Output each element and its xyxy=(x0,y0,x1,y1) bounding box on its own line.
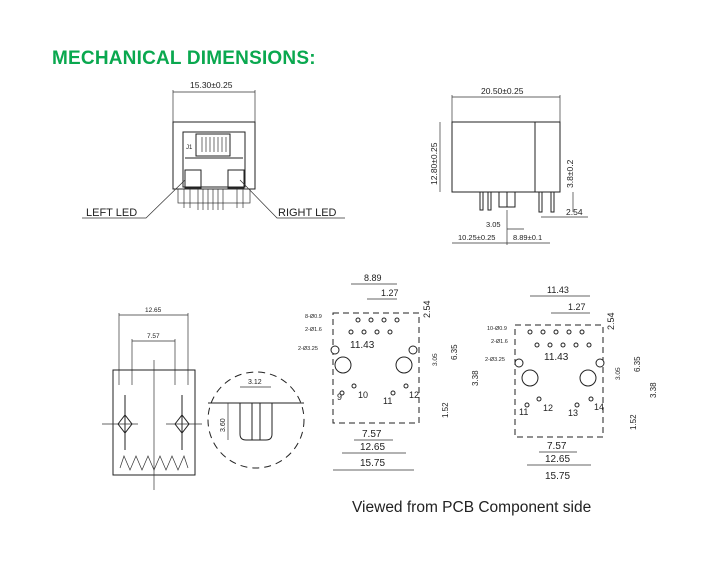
fp8-inner-span: 7.57 xyxy=(362,429,382,440)
fp10-dim-152: 1.52 xyxy=(629,414,638,430)
fp10-inner-span: 7.57 xyxy=(547,441,567,452)
side-pitch-dim: 2.54 xyxy=(566,207,583,217)
bottom-view: 12.65 7.57 xyxy=(102,307,202,490)
fp10-pitch: 1.27 xyxy=(568,302,586,312)
pin-traces xyxy=(119,455,189,471)
fp8-mount-hole: 2-Ø3.25 xyxy=(298,346,318,352)
pins-front xyxy=(177,188,251,210)
left-led-label: LEFT LED xyxy=(86,207,137,219)
fp10-total-span: 15.75 xyxy=(545,471,570,482)
contact-block xyxy=(195,133,231,157)
front-view: 15.30±0.25 J1 LEFT LED RIGHT LED xyxy=(82,80,345,219)
fp8-dim-338: 3.38 xyxy=(471,370,480,386)
side-pin-length-dim: 3.8±0.2 xyxy=(565,159,575,188)
fp10-dim-305: 3.05 xyxy=(615,367,622,380)
section-heading: MECHANICAL DIMENSIONS: xyxy=(52,48,316,69)
fp8-pin-11: 11 xyxy=(383,396,392,406)
detail-circle xyxy=(207,371,305,469)
fp10-pin-12: 12 xyxy=(543,403,553,413)
left-led-window xyxy=(184,169,202,189)
fp10-pin-14: 14 xyxy=(594,402,604,412)
footprint-8pin: 8.89 1.27 2.54 8-Ø0.9 2-Ø1.6 2-Ø3.25 11.… xyxy=(298,273,480,471)
fp8-pins xyxy=(339,317,409,396)
fp8-led-span: 12.65 xyxy=(360,442,385,453)
fp10-pin-11: 11 xyxy=(519,407,528,417)
fp8-row-spacing: 2.54 xyxy=(422,300,432,318)
fp8-pitch: 1.27 xyxy=(381,288,399,298)
jack-label: J1 xyxy=(186,145,193,151)
fp10-led-hole: 2-Ø1.6 xyxy=(491,339,508,345)
left-post xyxy=(117,414,133,434)
fp8-pin-10: 10 xyxy=(358,390,368,400)
fp10-mount-hole: 2-Ø3.25 xyxy=(485,357,505,363)
fp10-top-span: 11.43 xyxy=(547,285,569,295)
right-led-window xyxy=(227,169,245,189)
side-right-dim: 8.89±0.1 xyxy=(513,233,542,242)
fp10-led-hole-right xyxy=(595,358,605,368)
side-length-dim: 20.50±0.25 xyxy=(481,86,524,96)
bottom-inner-dim: 7.57 xyxy=(147,333,160,340)
side-body xyxy=(451,121,561,193)
detail-height-dim: 3.60 xyxy=(220,418,227,432)
view-caption: Viewed from PCB Component side xyxy=(352,499,592,516)
contacts xyxy=(201,137,227,152)
fp10-mount-hole-right xyxy=(579,369,597,387)
fp10-mount-span: 11.43 xyxy=(544,352,569,363)
fp8-led-hole-right xyxy=(408,345,418,355)
fp10-led-span: 12.65 xyxy=(545,454,570,465)
bottom-outer-dim: 12.65 xyxy=(145,307,162,314)
fp8-pin-9: 9 xyxy=(337,392,342,402)
side-pins xyxy=(479,191,555,213)
jack-opening xyxy=(182,131,246,188)
fp10-pins xyxy=(524,329,594,408)
right-led-leader xyxy=(239,179,345,219)
fp8-led-hole-left xyxy=(330,345,340,355)
fp8-mount-hole-right xyxy=(395,356,413,374)
side-view: 20.50±0.25 12.80±0.25 3.8±0.2 2.54 3.05 … xyxy=(429,86,588,245)
fp10-led-hole-left xyxy=(514,358,524,368)
fp8-led-hole: 2-Ø1.6 xyxy=(305,327,322,333)
footprint-10pin: 11.43 1.27 2.54 10-Ø0.9 2-Ø1.6 2-Ø3.25 1… xyxy=(485,285,658,482)
front-width-dim: 15.30±0.25 xyxy=(190,80,233,90)
fp8-mount-span: 11.43 xyxy=(350,340,375,351)
side-height-dim: 12.80±0.25 xyxy=(429,142,439,185)
detail-view: 3.12 3.60 xyxy=(207,371,305,469)
fp10-pin-hole: 10-Ø0.9 xyxy=(487,326,507,332)
fp8-top-span: 8.89 xyxy=(364,273,382,283)
fp10-dim-635: 6.35 xyxy=(633,356,642,372)
fp10-row-spacing: 2.54 xyxy=(606,312,616,330)
fp10-outline xyxy=(514,324,604,438)
fp8-mount-hole-left xyxy=(334,356,352,374)
fp8-pin-12: 12 xyxy=(409,390,419,400)
left-led-leader xyxy=(82,179,186,219)
detail-width-dim: 3.12 xyxy=(248,379,262,386)
fp8-dim-635: 6.35 xyxy=(450,344,459,360)
detail-pin xyxy=(239,403,273,441)
side-left-dim: 10.25±0.25 xyxy=(458,233,495,242)
right-post xyxy=(174,414,190,434)
fp8-total-span: 15.75 xyxy=(360,458,385,469)
fp10-dim-338: 3.38 xyxy=(649,382,658,398)
side-offset-dim: 3.05 xyxy=(486,220,501,229)
fp8-dim-152: 1.52 xyxy=(441,402,450,418)
fp8-dim-305: 3.05 xyxy=(432,353,439,366)
fp10-mount-hole-left xyxy=(521,369,539,387)
right-led-label: RIGHT LED xyxy=(278,207,337,219)
fp8-pin-hole: 8-Ø0.9 xyxy=(305,314,322,320)
fp10-pin-13: 13 xyxy=(568,408,578,418)
fp8-outline xyxy=(332,312,420,424)
